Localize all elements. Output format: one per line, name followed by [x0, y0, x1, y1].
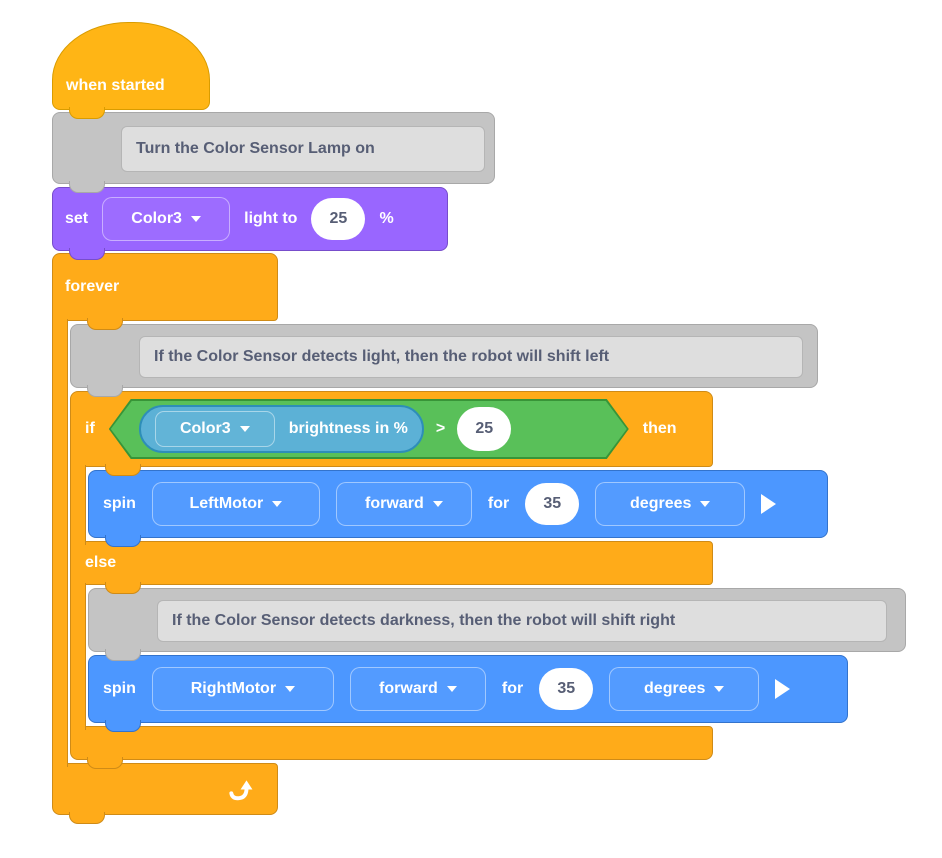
- play-icon: [761, 494, 777, 514]
- when-started-label: when started: [66, 77, 165, 94]
- if-row[interactable]: if Color3 brightness in % > 25 then: [70, 391, 713, 476]
- sensor-device-dropdown[interactable]: Color3: [155, 411, 275, 447]
- condition-hexagon-greater-block[interactable]: Color3 brightness in % > 25: [109, 399, 629, 459]
- dropdown-caret-icon: [446, 686, 457, 692]
- when-started-hat-block[interactable]: when started: [52, 22, 210, 119]
- direction-dropdown-value: forward: [365, 495, 424, 512]
- puzzle-tab: [87, 385, 123, 397]
- puzzle-tab: [69, 181, 105, 193]
- motor-dropdown-value: RightMotor: [190, 680, 277, 697]
- puzzle-tab: [105, 464, 141, 476]
- comparison-value-input[interactable]: 25: [457, 407, 511, 451]
- light-value-input[interactable]: 25: [311, 198, 366, 240]
- spin-motor-block-left[interactable]: spin LeftMotor forward for 35 degrees: [88, 470, 828, 547]
- puzzle-tab: [105, 582, 141, 594]
- puzzle-tab: [69, 248, 105, 260]
- puzzle-tab: [105, 535, 141, 547]
- comment-block-light[interactable]: If the Color Sensor detects light, then …: [70, 324, 818, 397]
- device-dropdown[interactable]: Color3: [102, 197, 231, 241]
- device-dropdown-value: Color3: [131, 210, 182, 227]
- unit-dropdown[interactable]: degrees: [595, 482, 746, 526]
- motor-dropdown[interactable]: RightMotor: [151, 667, 334, 711]
- comment-text[interactable]: If the Color Sensor detects light, then …: [139, 336, 803, 378]
- spin-motor-block-right[interactable]: spin RightMotor forward for 35 degrees: [88, 655, 848, 732]
- puzzle-tab: [105, 720, 141, 732]
- puzzle-tab: [87, 318, 123, 330]
- for-label: for: [501, 680, 524, 697]
- unit-dropdown[interactable]: degrees: [609, 667, 760, 711]
- puzzle-tab: [69, 107, 105, 119]
- puzzle-tab: [87, 757, 123, 769]
- dropdown-caret-icon: [190, 216, 201, 222]
- forever-block-arm: [52, 319, 68, 767]
- if-label: if: [85, 420, 95, 437]
- then-label: then: [642, 420, 677, 437]
- direction-dropdown-value: forward: [379, 680, 438, 697]
- forever-block-footer[interactable]: [52, 763, 278, 824]
- dropdown-caret-icon: [700, 501, 711, 507]
- sensor-reporter-pill[interactable]: Color3 brightness in %: [139, 405, 424, 453]
- motor-dropdown-value: LeftMotor: [189, 495, 264, 512]
- degrees-value-input[interactable]: 35: [539, 668, 594, 710]
- else-row[interactable]: else: [70, 541, 713, 594]
- puzzle-tab: [105, 649, 141, 661]
- motor-dropdown[interactable]: LeftMotor: [151, 482, 320, 526]
- dropdown-caret-icon: [714, 686, 725, 692]
- direction-dropdown[interactable]: forward: [335, 482, 472, 526]
- set-label: set: [65, 210, 89, 227]
- comment-block-dark[interactable]: If the Color Sensor detects darkness, th…: [88, 588, 906, 661]
- comment-block-lamp[interactable]: Turn the Color Sensor Lamp on: [52, 112, 495, 193]
- play-icon: [775, 679, 791, 699]
- puzzle-tab: [69, 812, 105, 824]
- set-light-block[interactable]: set Color3 light to 25 %: [52, 187, 448, 260]
- spin-label: spin: [103, 495, 136, 512]
- if-block-arm-upper: [70, 465, 86, 545]
- spin-label: spin: [103, 680, 136, 697]
- light-to-label: light to: [244, 210, 298, 227]
- sensor-name-label: brightness in %: [288, 420, 408, 437]
- sensor-device-value: Color3: [179, 420, 231, 437]
- dropdown-caret-icon: [432, 501, 443, 507]
- operator-label: >: [435, 420, 446, 437]
- comment-text[interactable]: If the Color Sensor detects darkness, th…: [157, 600, 887, 642]
- forever-label: forever: [65, 278, 120, 295]
- unit-dropdown-value: degrees: [630, 495, 692, 512]
- loop-arrow-icon: [229, 780, 253, 801]
- direction-dropdown[interactable]: forward: [349, 667, 486, 711]
- unit-dropdown-value: degrees: [644, 680, 706, 697]
- comment-text[interactable]: Turn the Color Sensor Lamp on: [121, 126, 485, 172]
- forever-block-header[interactable]: forever: [52, 253, 278, 330]
- dropdown-caret-icon: [240, 426, 250, 432]
- for-label: for: [487, 495, 510, 512]
- percent-label: %: [379, 210, 394, 227]
- degrees-value-input[interactable]: 35: [525, 483, 580, 525]
- if-else-bottom-bar[interactable]: [70, 726, 713, 769]
- if-block-arm-lower: [70, 583, 86, 730]
- dropdown-caret-icon: [272, 501, 283, 507]
- dropdown-caret-icon: [285, 686, 296, 692]
- else-label: else: [85, 554, 117, 571]
